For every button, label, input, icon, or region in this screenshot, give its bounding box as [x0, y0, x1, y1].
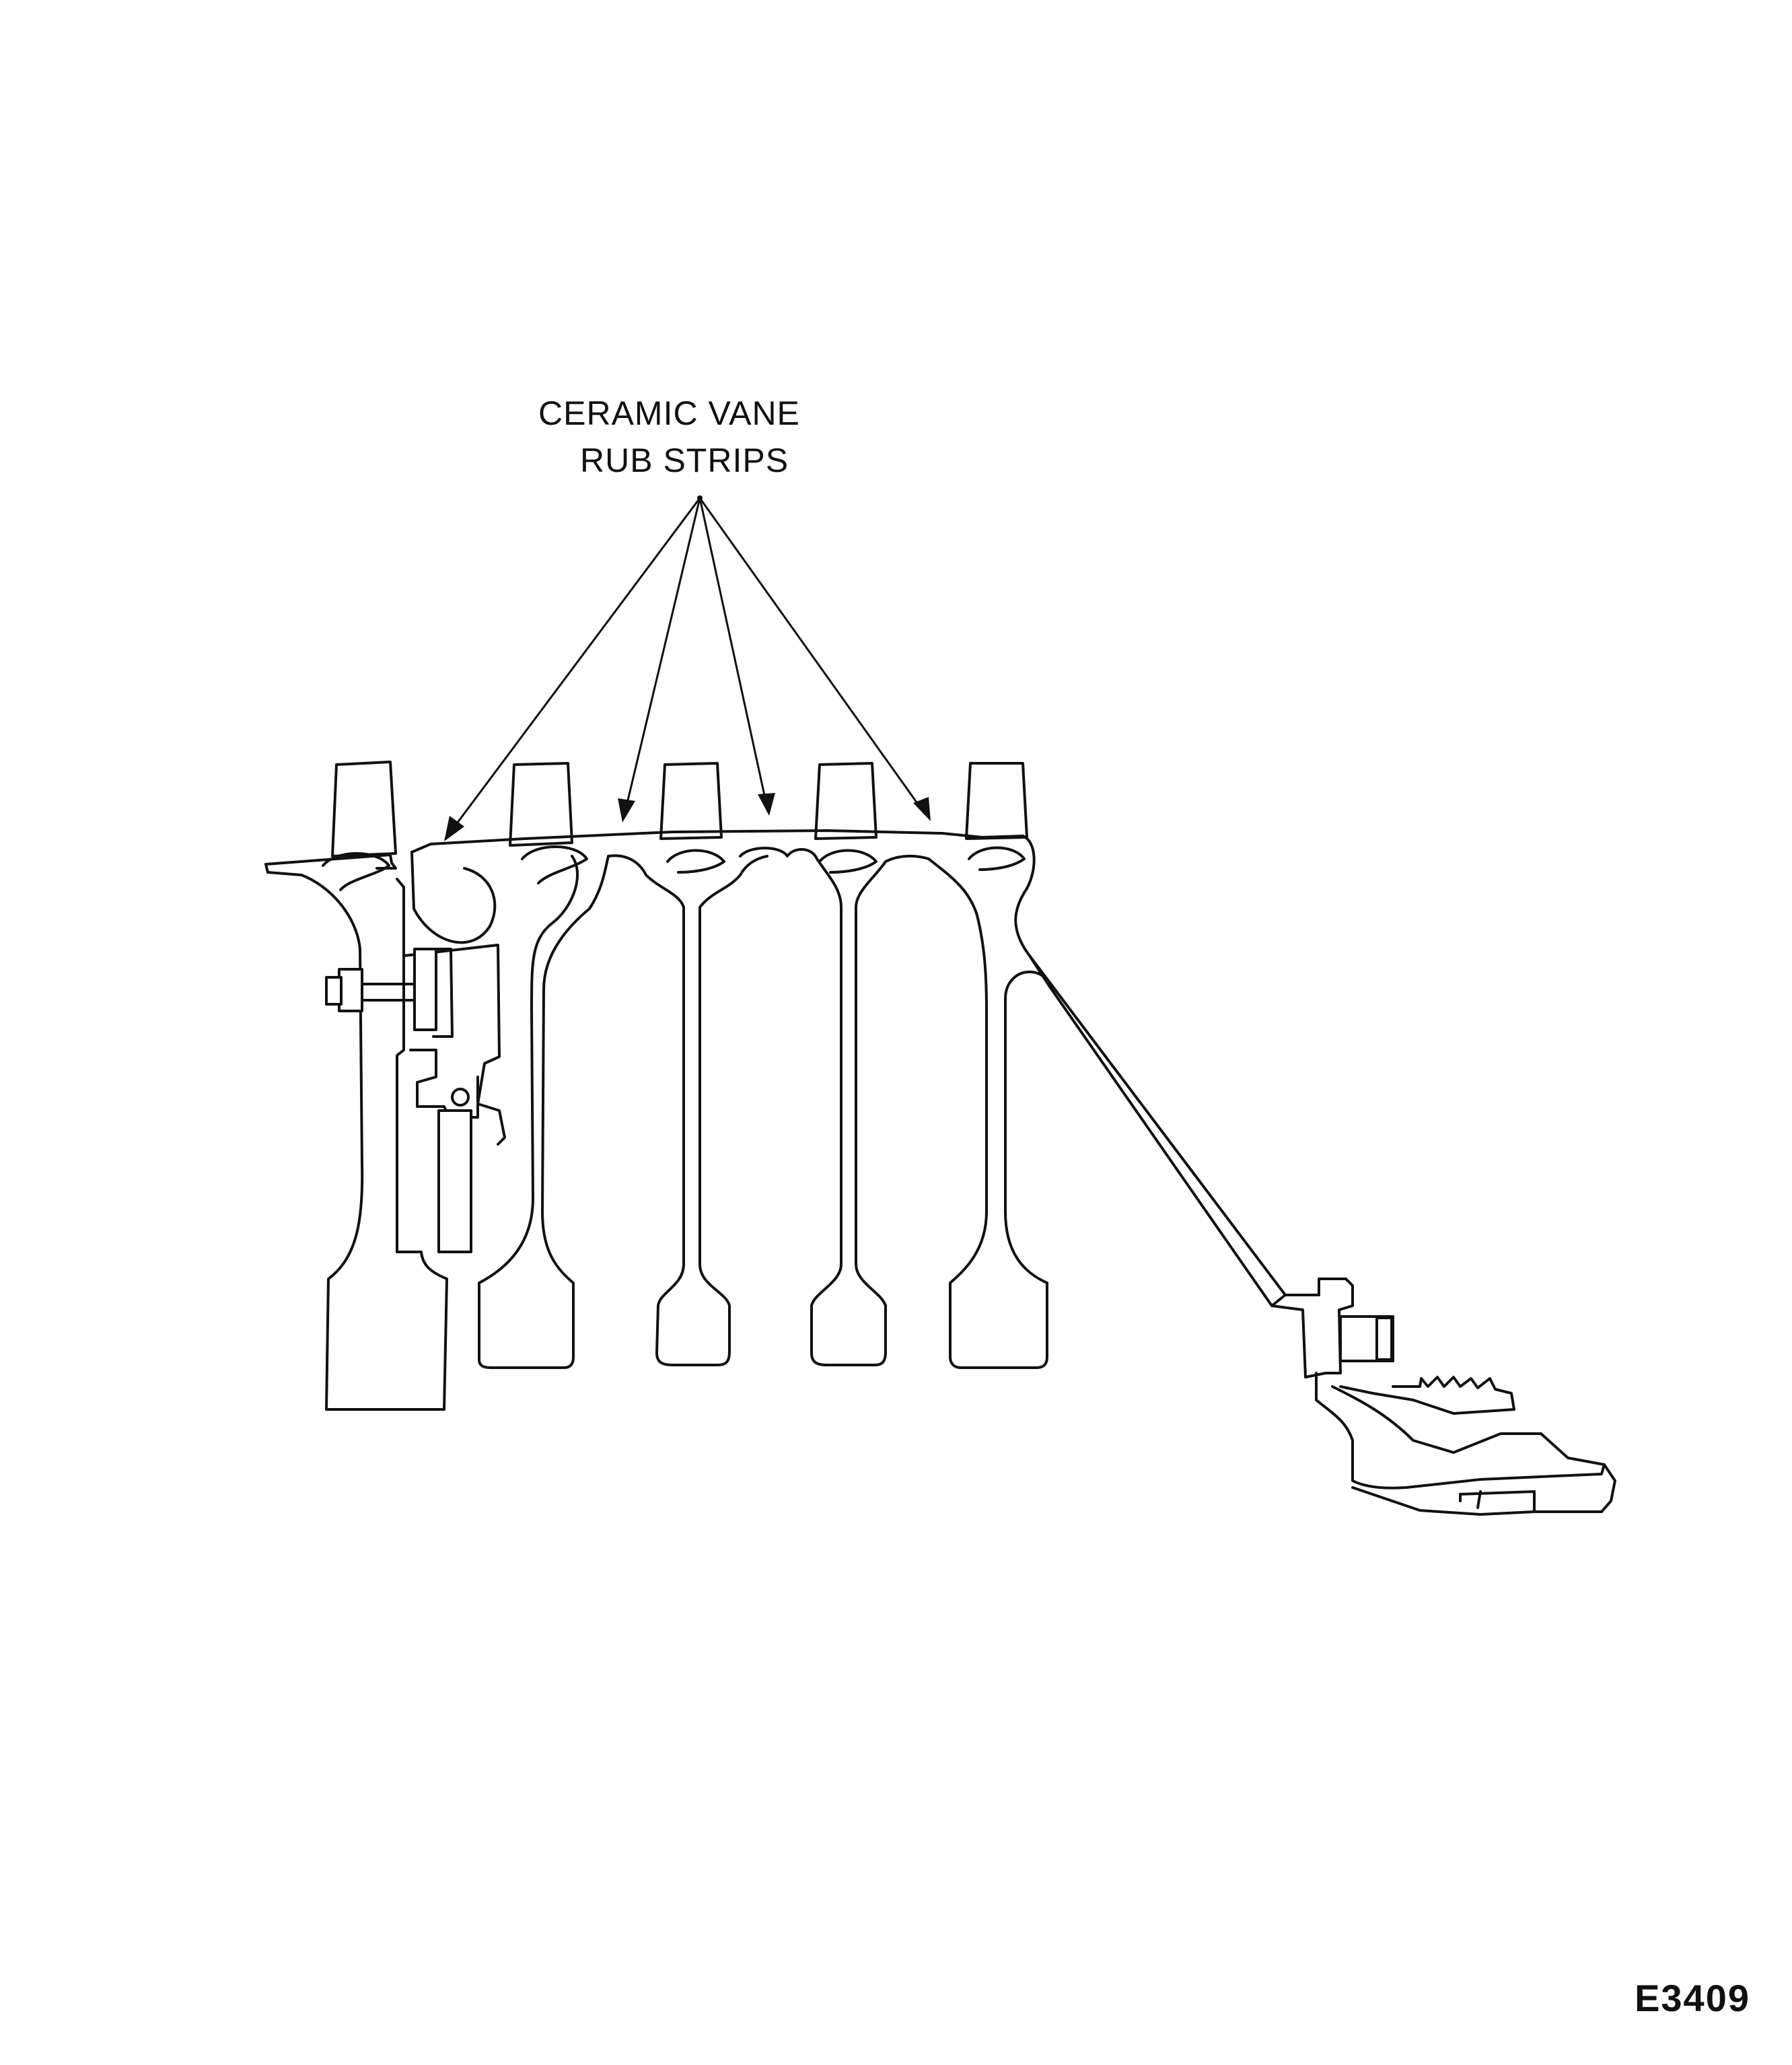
leader-arrow-3: [698, 497, 768, 808]
rear-cone-shaft: [1028, 954, 1287, 1307]
arrowhead-2: [618, 798, 635, 823]
spacer-ring-3: [739, 847, 818, 860]
cone-line-upper: [1028, 954, 1287, 1296]
hub-inner-shaft: [1331, 1385, 1606, 1466]
rub-strip-1: [264, 853, 397, 874]
arrowhead-3: [758, 793, 775, 816]
arrowhead-1: [444, 816, 464, 841]
disk-5-rim-edge: [1014, 835, 1051, 988]
bolt-assembly: [325, 948, 454, 1038]
blade-root-slots: [322, 845, 1026, 891]
hub-sleeve: [1459, 1490, 1536, 1513]
disk-stage-3: [607, 854, 768, 1366]
hub-nut: [1375, 1317, 1393, 1361]
seal-ring: [1339, 1385, 1515, 1415]
blade-stage-5: [965, 762, 1028, 840]
dovetail-slot-2: [521, 845, 588, 884]
balance-weight-block: [437, 1109, 472, 1253]
disk-stage-2: [478, 855, 610, 1369]
leader-arrow-2: [623, 497, 701, 815]
blade-stage-4: [814, 762, 877, 840]
spacer-ring-1: [410, 851, 497, 944]
hub-flange: [1270, 1278, 1354, 1378]
arrowhead-4: [913, 797, 931, 821]
labyrinth-seal-teeth: [1392, 1376, 1515, 1411]
disk-stage-5: [927, 858, 1051, 1369]
weight-pin: [451, 1088, 470, 1107]
rear-hub-assembly: [1270, 1278, 1616, 1516]
leader-arrow-1: [448, 497, 701, 834]
leader-arrow-4: [698, 497, 927, 815]
flange-arm: [432, 948, 454, 1038]
rub-strip-2-to-5: [410, 829, 1024, 853]
blade-stage-3: [659, 762, 723, 840]
balance-weight: [409, 1049, 479, 1253]
callout-leaders: [444, 495, 931, 841]
figure-id-label: E3409: [1635, 1977, 1750, 2019]
leader-origin: [697, 495, 703, 501]
rub-strip-rim: [264, 829, 1024, 874]
dovetail-slot-4: [818, 849, 877, 874]
rotor-blades: [331, 761, 1028, 858]
disk-stage-1: [266, 871, 448, 1411]
dovetail-slot-3: [666, 849, 725, 874]
hub-shaft: [1315, 1372, 1616, 1516]
cone-line-lower: [1048, 985, 1273, 1307]
drum-spacer-1: [402, 944, 506, 1146]
disk-stage-4: [810, 854, 930, 1366]
blade-stage-2: [509, 762, 573, 847]
weight-mount: [409, 1049, 479, 1119]
dovetail-slot-1: [322, 852, 390, 891]
bolt-flange: [413, 948, 437, 1031]
bolt-nut: [325, 976, 343, 1006]
callout-label-line-1: CERAMIC VANE: [538, 394, 800, 432]
callout-label-line-2: RUB STRIPS: [580, 442, 789, 479]
blade-stage-1: [331, 761, 397, 858]
bolt-head: [338, 968, 363, 1012]
dovetail-slot-5: [968, 846, 1026, 871]
